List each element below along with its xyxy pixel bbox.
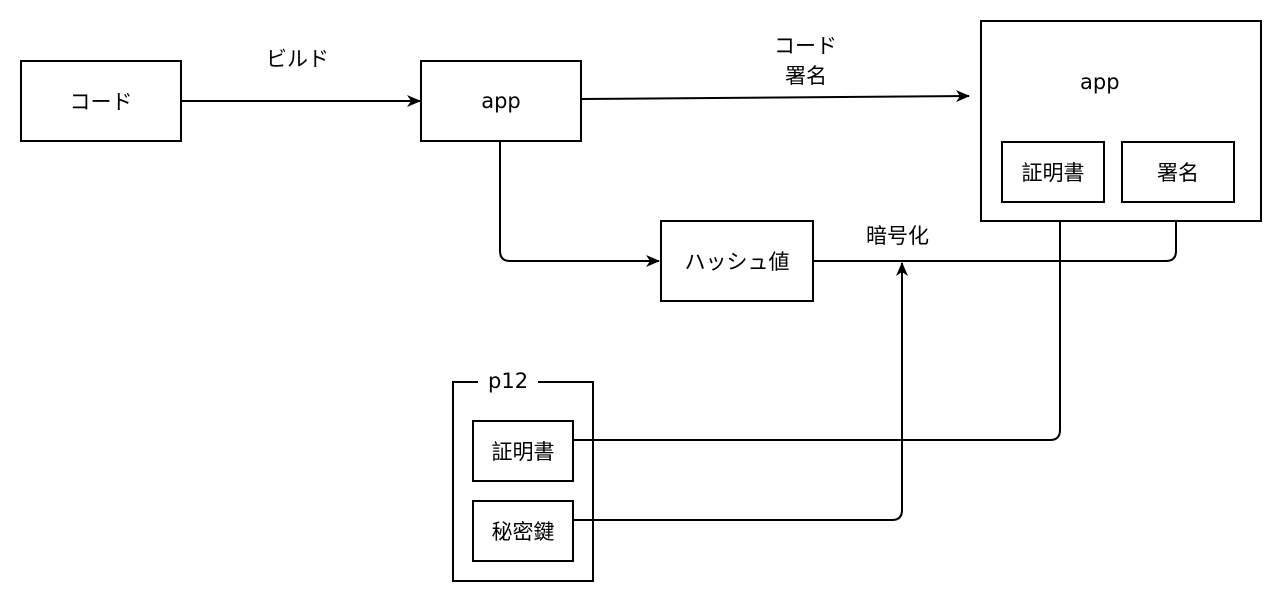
hash-node: ハッシュ値	[660, 220, 814, 302]
p12-group-title: p12	[478, 369, 539, 394]
p12-private-key: 秘密鍵	[472, 500, 574, 562]
edge-app-to-signed-app	[580, 90, 970, 103]
edge-app-to-hash	[499, 142, 660, 267]
edge-private-key-to-encrypt	[574, 262, 908, 521]
edge-p12-cert-to-app-cert	[574, 202, 1066, 441]
edge-hash-to-signature	[813, 202, 1182, 262]
code-signing-label-line2: 署名	[785, 64, 827, 88]
code-signing-label-line1: コード	[774, 34, 837, 58]
signed-app-certificate: 証明書	[1001, 141, 1105, 203]
signed-app-signature: 署名	[1121, 141, 1235, 203]
app-node: app	[420, 60, 582, 142]
encrypt-label: 暗号化	[866, 224, 929, 248]
signed-app-container: app 証明書 署名	[980, 20, 1262, 222]
signed-app-title: app	[1080, 70, 1120, 94]
build-label: ビルド	[266, 47, 329, 71]
code-node: コード	[20, 60, 182, 142]
p12-certificate: 証明書	[472, 420, 574, 482]
